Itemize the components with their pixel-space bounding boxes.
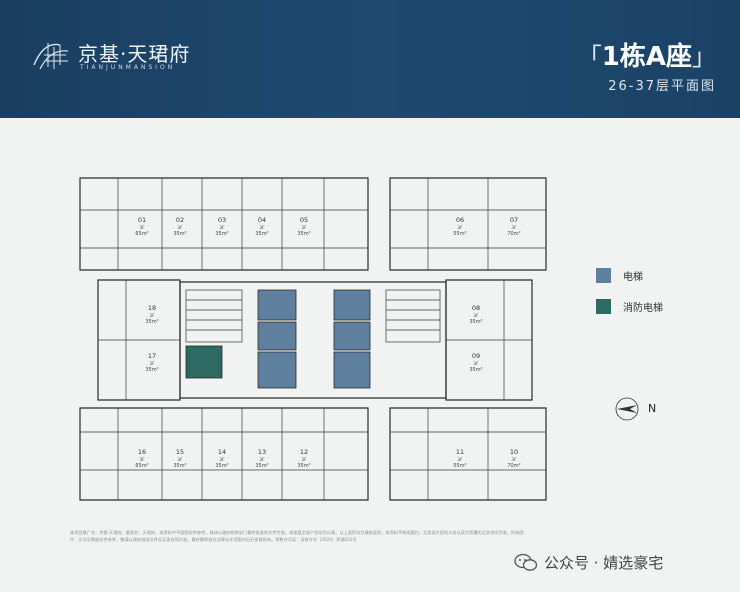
fire-elevator [185,345,223,379]
unit-number: 17 [148,352,156,360]
brand-name: 京基·天珺府 [78,42,191,66]
unit-type: 3F [139,457,145,463]
unit-type: 3F [219,225,225,231]
unit-type: 3F [149,361,155,367]
bracket-close: 」 [692,43,716,71]
unit-area: 35m² [469,319,482,325]
unit-type: 3F [473,313,479,319]
brand-logo-icon [33,43,69,70]
unit-area: 35m² [255,463,268,469]
unit-area: 35m² [145,367,158,373]
unit-labels: 013F65m²023F35m²033F35m²043F35m²053F35m²… [135,216,520,469]
unit-type: 3F [301,457,307,463]
unit-number: 05 [300,216,308,224]
unit-number: 13 [258,448,266,456]
legend: 电梯 消防电梯 [596,268,663,330]
unit-area: 35m² [297,463,310,469]
unit-number: 07 [510,216,518,224]
wechat-icon [514,553,538,571]
unit-number: 03 [218,216,226,224]
unit-type: 3F [473,361,479,367]
unit-number: 16 [138,448,146,456]
unit-type: 3F [511,225,517,231]
header-banner: 京基·天珺府 TIANJUNMANSION 「1栋A座」 26-37层平面图 [0,0,740,118]
unit-area: 65m² [135,231,148,237]
compass-icon [615,397,639,421]
disclaimer-text: 本项目推广名：京基·天珺府；备案名：天珺府。本资料中平面图仅供参考，具体以政府相… [70,530,524,542]
elevator-shafts [257,289,371,389]
unit-area: 55m² [453,231,466,237]
unit-number: 11 [456,448,464,456]
unit-area: 35m² [297,231,310,237]
unit-number: 12 [300,448,308,456]
unit-area: 35m² [173,463,186,469]
unit-number: 10 [510,448,518,456]
unit-area: 35m² [145,319,158,325]
unit-type: 3F [149,313,155,319]
unit-area: 35m² [173,231,186,237]
unit-area: 55m² [453,463,466,469]
bracket-open: 「 [577,43,602,71]
unit-number: 15 [176,448,184,456]
legend-label-fire-elevator: 消防电梯 [623,303,663,314]
unit-type: 3F [177,457,183,463]
legend-swatch-fire-elevator [596,299,611,314]
unit-area: 70m² [507,231,520,237]
unit-area: 35m² [469,367,482,373]
unit-area: 35m² [255,231,268,237]
unit-area: 65m² [135,463,148,469]
watermark: 公众号 · 婧选豪宅 [514,552,663,573]
unit-type: 3F [457,225,463,231]
compass: N [614,396,664,422]
legend-item-elevator: 电梯 [596,268,663,283]
unit-type: 3F [511,457,517,463]
floor-range: 26-37层平面图 [608,79,716,94]
unit-type: 3F [139,225,145,231]
watermark-text: 公众号 · 婧选豪宅 [544,554,664,572]
unit-number: 08 [472,304,480,312]
legend-label-elevator: 电梯 [623,272,643,283]
legend-swatch-elevator [596,268,611,283]
unit-number: 18 [148,304,156,312]
unit-number: 01 [138,216,146,224]
building-name: 1栋A座 [601,42,692,72]
floor-plan: 013F65m²023F35m²033F35m²043F35m²053F35m²… [79,177,547,501]
unit-type: 3F [219,457,225,463]
unit-number: 09 [472,352,480,360]
unit-number: 04 [258,216,266,224]
unit-area: 35m² [215,463,228,469]
unit-type: 3F [177,225,183,231]
unit-number: 06 [456,216,464,224]
unit-number: 14 [218,448,226,456]
compass-north-label: N [648,402,657,415]
unit-type: 3F [457,457,463,463]
unit-type: 3F [259,225,265,231]
unit-type: 3F [301,225,307,231]
unit-area: 35m² [215,231,228,237]
building-title: 「1栋A座」 [578,36,716,73]
unit-type: 3F [259,457,265,463]
brand-name-en: TIANJUNMANSION [80,64,176,71]
unit-number: 02 [176,216,184,224]
unit-area: 70m² [507,463,520,469]
legend-item-fire-elevator: 消防电梯 [596,299,663,314]
